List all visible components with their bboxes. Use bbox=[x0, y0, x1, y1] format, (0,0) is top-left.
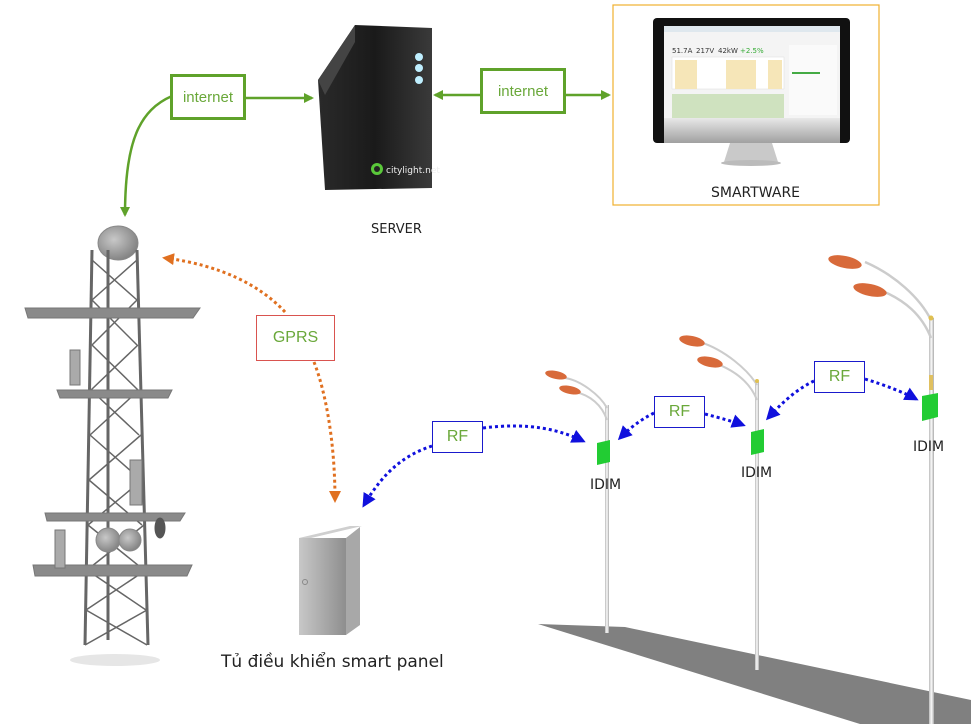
road bbox=[538, 624, 971, 724]
rf-label-2: RF bbox=[654, 396, 705, 428]
dash-metric-4: +2.5% bbox=[740, 47, 764, 55]
smartware-label: SMARTWARE bbox=[711, 185, 801, 201]
idim-label-2: IDIM bbox=[741, 465, 773, 481]
smart-panel-cabinet-icon bbox=[299, 526, 362, 635]
monitor-icon bbox=[653, 18, 850, 166]
smartware-frame bbox=[612, 4, 880, 206]
server-brand: citylight.net bbox=[386, 166, 440, 176]
internet-label-right: internet bbox=[480, 68, 566, 114]
street-lamp-1 bbox=[545, 370, 610, 633]
link-rf-idim3 bbox=[864, 377, 919, 401]
dash-metric-2: 217V bbox=[696, 47, 714, 55]
link-rf-idim2-back bbox=[765, 379, 815, 421]
link-rf-idim2 bbox=[704, 412, 746, 428]
link-rf-idim1-back bbox=[617, 411, 655, 441]
link-rf-panel bbox=[362, 444, 433, 508]
street-lamp-3 bbox=[828, 255, 938, 724]
rf-label-3: RF bbox=[814, 361, 865, 393]
street-lamp-2 bbox=[679, 335, 764, 670]
smart-panel-label: Tủ điều khiển smart panel bbox=[221, 652, 444, 672]
link-rf-idim1 bbox=[482, 424, 586, 443]
gprs-label: GPRS bbox=[256, 315, 335, 361]
idim-label-1: IDIM bbox=[590, 477, 622, 493]
server-label: SERVER bbox=[371, 222, 422, 237]
internet-label-left: internet bbox=[170, 74, 246, 120]
link-tower-internet bbox=[120, 94, 173, 217]
dash-metric-3: 42kW bbox=[718, 47, 738, 55]
telecom-tower-icon bbox=[24, 225, 201, 666]
dash-metric-1: 51.7A bbox=[672, 47, 693, 55]
server-icon bbox=[318, 25, 432, 190]
idim-label-3: IDIM bbox=[913, 439, 945, 455]
link-gprs-panel bbox=[312, 361, 341, 503]
rf-label-1: RF bbox=[432, 421, 483, 453]
link-gprs-tower bbox=[162, 253, 287, 314]
